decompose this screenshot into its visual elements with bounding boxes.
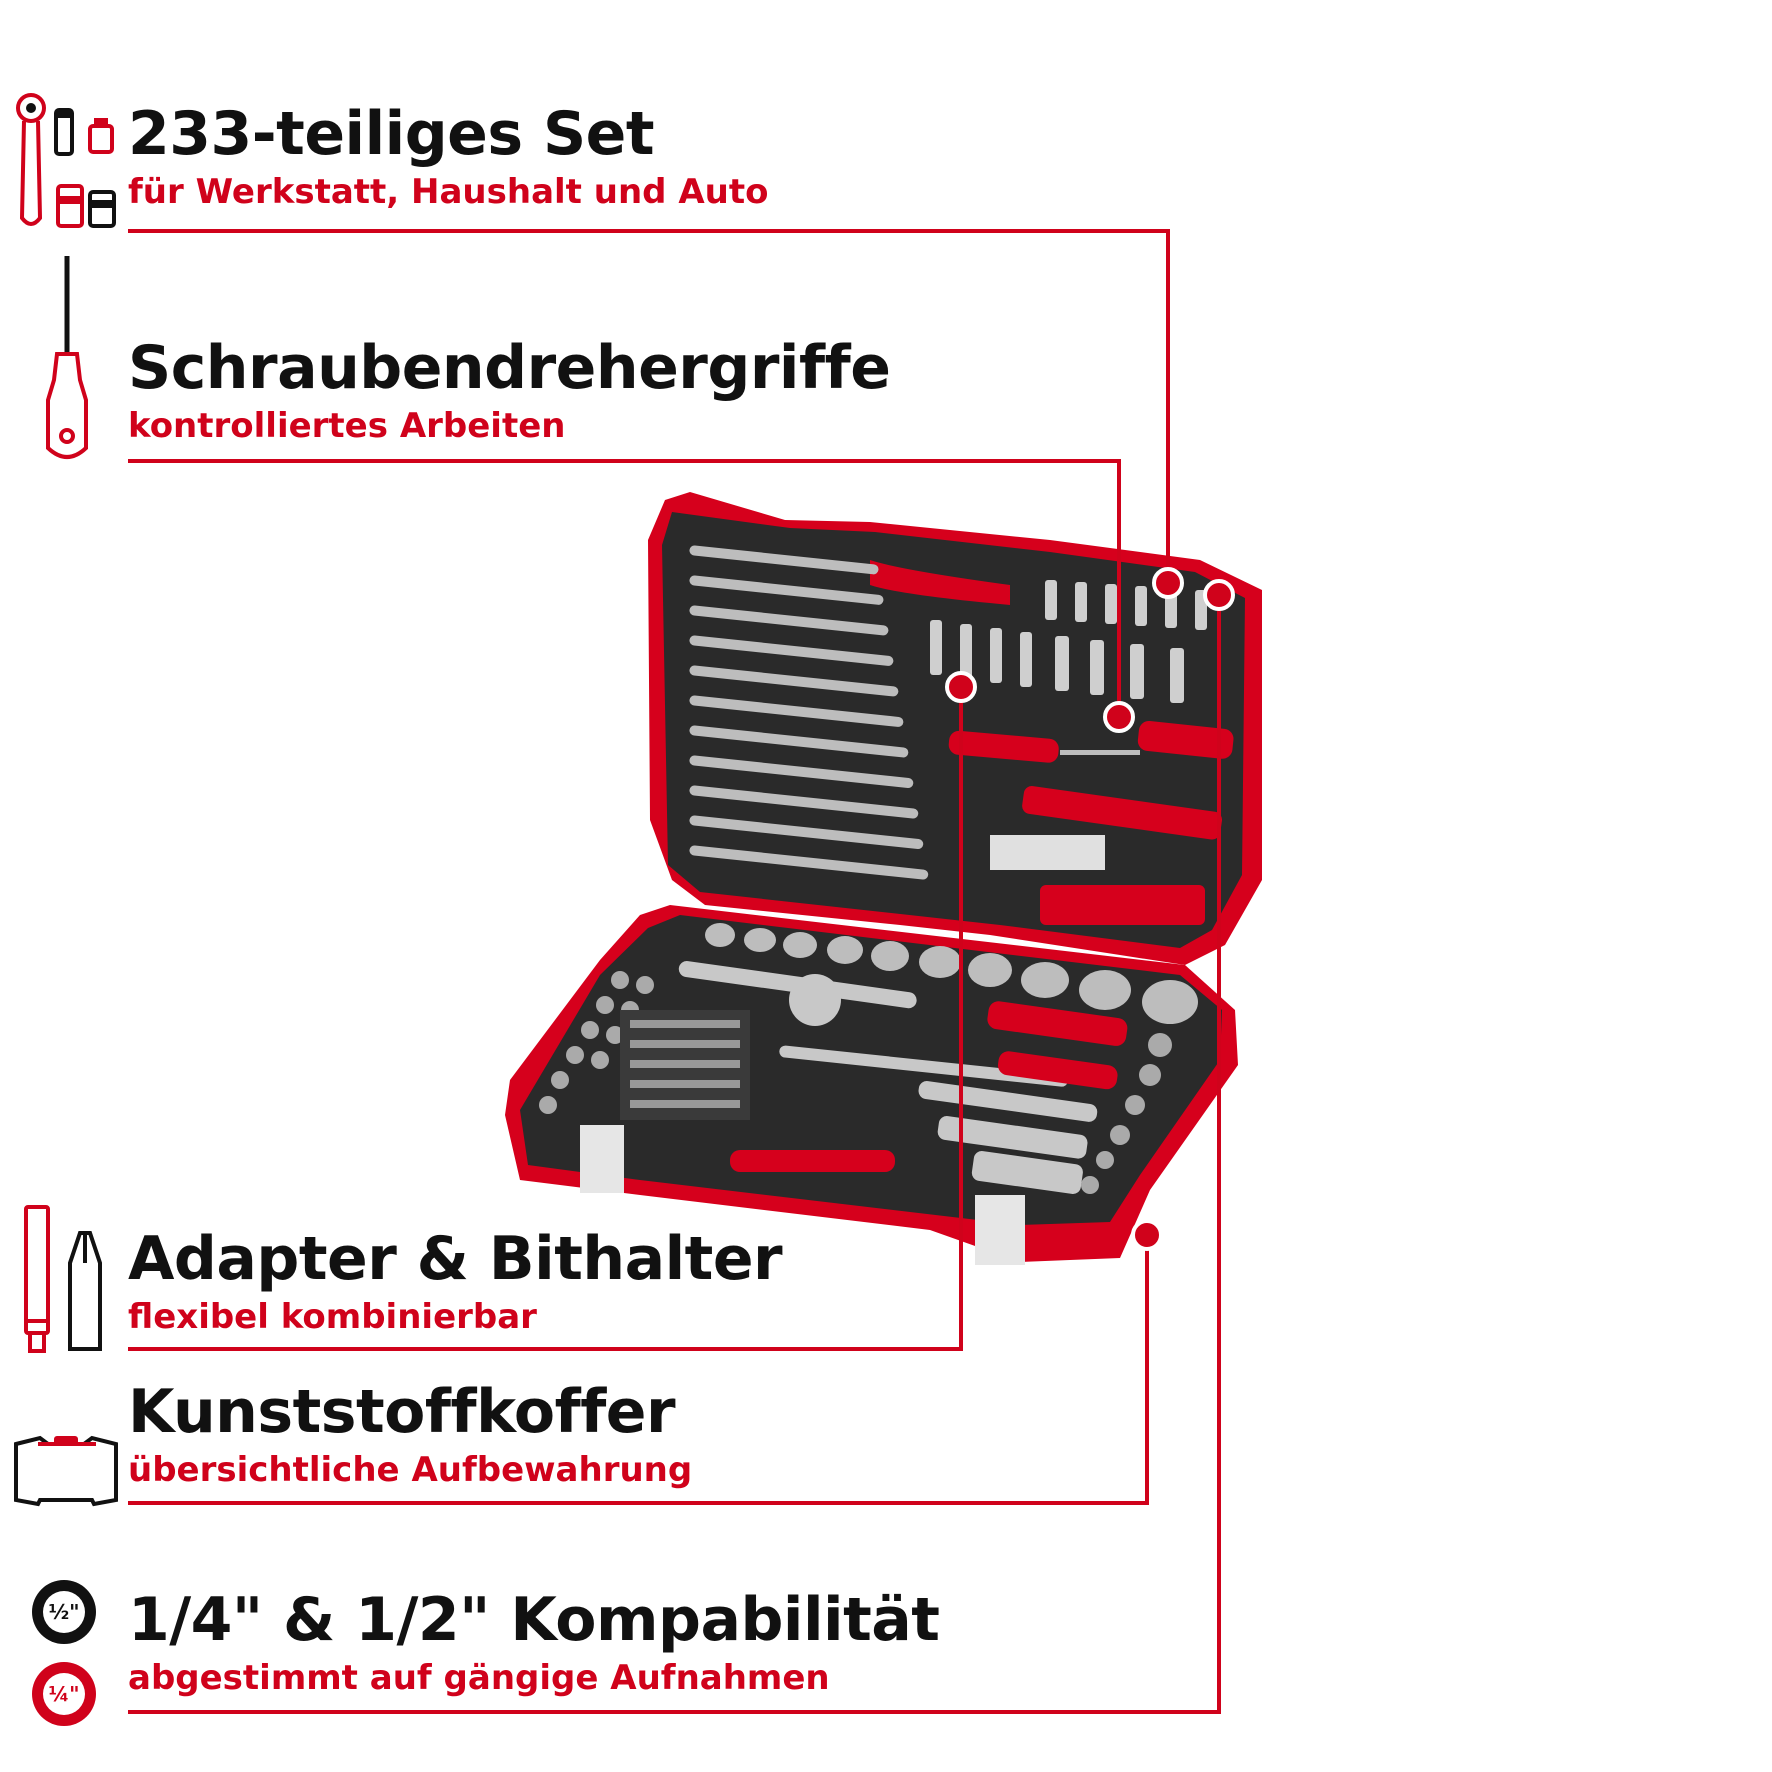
feature-subtitle: kontrolliertes Arbeiten: [128, 406, 566, 446]
screwdriver-icon: [40, 252, 94, 468]
callout-dot-compat: [1203, 579, 1235, 611]
case-base: [505, 905, 1238, 1265]
callout-dot-set: [1152, 567, 1184, 599]
ratchet-and-sockets-icon: [14, 88, 118, 240]
feature-set-size: 233-teiliges Set für Werkstatt, Haushalt…: [128, 100, 768, 212]
feature-title: Schraubendrehergriffe: [128, 333, 891, 403]
feature-title: 1/4" & 1/2" Kompabilität: [128, 1585, 940, 1655]
callout-line-compat: [128, 595, 1221, 1714]
feature-subtitle: für Werkstatt, Haushalt und Auto: [128, 172, 769, 212]
feature-compatibility: 1/4" & 1/2" Kompabilität abgestimmt auf …: [128, 1585, 940, 1698]
quarter-inch-label: ¼": [43, 1673, 85, 1715]
case-lid: [648, 492, 1262, 965]
callout-line-screwdriver: [128, 459, 1121, 717]
callout-line-adapter: [128, 687, 963, 1351]
case-icon: [12, 1430, 120, 1514]
drive-size-icon: ½" ¼": [32, 1580, 96, 1726]
feature-subtitle: flexibel kombinierbar: [128, 1297, 537, 1337]
half-inch-badge: ½": [32, 1580, 96, 1644]
feature-title: Kunststoffkoffer: [128, 1377, 676, 1447]
feature-case: Kunststoffkoffer übersichtliche Aufbewah…: [128, 1378, 692, 1490]
feature-title: Adapter & Bithalter: [128, 1224, 783, 1294]
feature-subtitle: abgestimmt auf gängige Aufnahmen: [128, 1658, 830, 1698]
feature-title: 233-teiliges Set: [128, 99, 655, 169]
half-inch-label: ½": [43, 1591, 85, 1633]
bit-holder-icon: [20, 1203, 110, 1357]
feature-screwdriver: Schraubendrehergriffe kontrolliertes Arb…: [128, 333, 891, 446]
callout-dot-screwdriver: [1103, 701, 1135, 733]
feature-adapter: Adapter & Bithalter flexibel kombinierba…: [128, 1224, 783, 1337]
callout-line-set: [128, 229, 1170, 583]
callout-line-case: [128, 1235, 1149, 1505]
callout-dot-case: [1131, 1219, 1163, 1251]
callout-dot-adapter: [945, 671, 977, 703]
quarter-inch-badge: ¼": [32, 1662, 96, 1726]
feature-subtitle: übersichtliche Aufbewahrung: [128, 1450, 693, 1490]
